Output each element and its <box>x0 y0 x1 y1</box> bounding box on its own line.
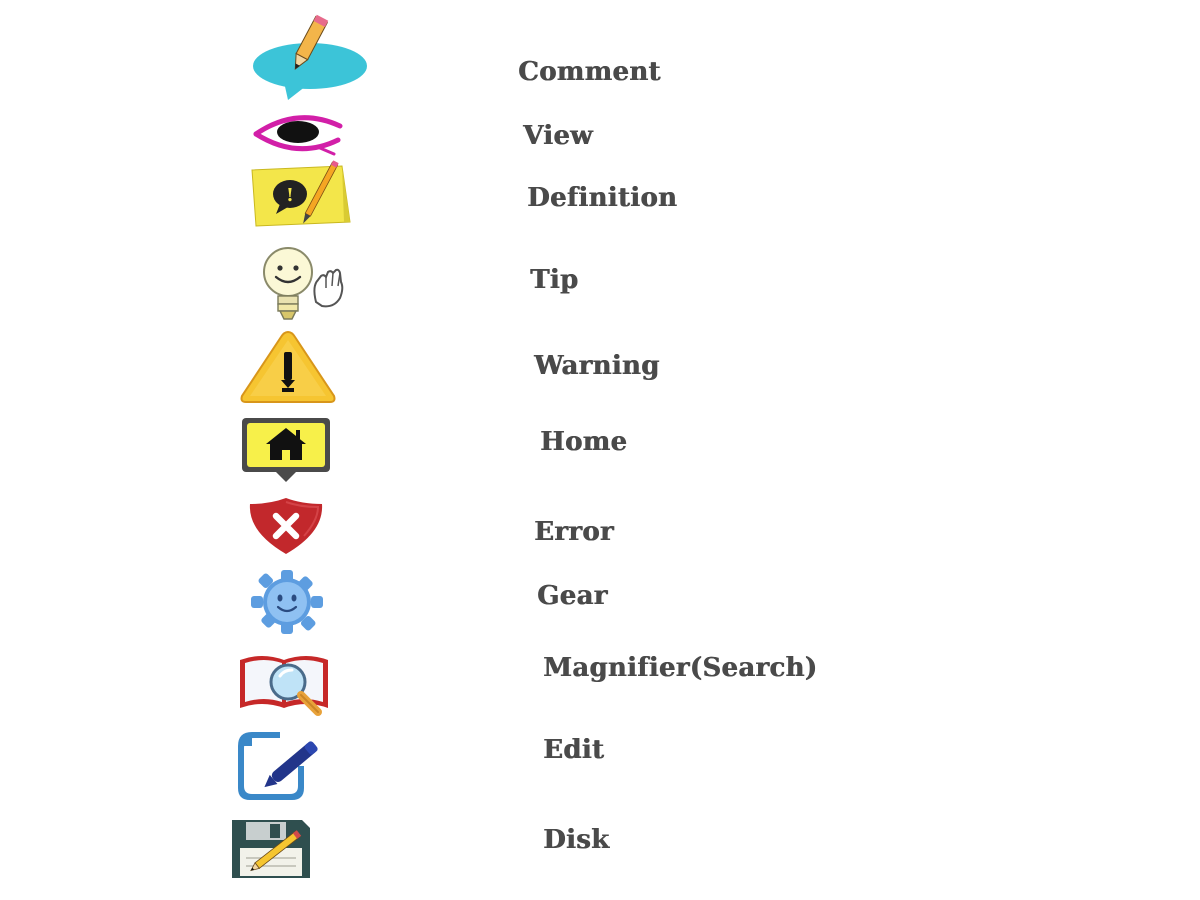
legend-label-warning: Warning <box>534 351 660 381</box>
eye-icon <box>253 115 343 156</box>
legend-label-disk: Disk <box>543 825 610 855</box>
legend-label-comment: Comment <box>518 57 661 87</box>
gear-smiley-icon <box>251 570 323 634</box>
legend-row-warning: Warning <box>0 0 1200 403</box>
comment-pencil-icon <box>253 14 367 100</box>
definition-note-icon: ! <box>251 160 351 227</box>
legend-row-comment: Comment <box>0 0 1200 100</box>
floppy-disk-icon <box>232 820 310 878</box>
legend-label-edit: Edit <box>543 735 605 765</box>
legend-row-gear: Gear <box>0 0 1200 634</box>
legend-label-definition: Definition <box>527 183 678 213</box>
legend-label-gear: Gear <box>537 581 608 611</box>
legend-row-error: Error <box>0 0 1200 554</box>
legend-label-home: Home <box>540 427 628 457</box>
legend-label-tip: Tip <box>530 265 579 295</box>
edit-document-icon <box>238 732 318 800</box>
legend-row-magnifier: Magnifier(Search) <box>0 0 1200 716</box>
legend-label-view: View <box>523 121 593 151</box>
legend-row-disk: Disk <box>0 0 1200 878</box>
legend-label-error: Error <box>534 517 614 547</box>
legend-row-view: View <box>0 0 1200 156</box>
legend-row-definition: ! Definition <box>0 0 1200 227</box>
home-icon <box>242 418 330 482</box>
legend-row-tip: Tip <box>0 0 1200 320</box>
legend-row-edit: Edit <box>0 0 1200 800</box>
warning-triangle-icon <box>240 330 336 403</box>
lightbulb-smiley-icon <box>263 247 344 320</box>
svg-text:!: ! <box>286 185 294 206</box>
legend-row-home: Home <box>0 0 1200 482</box>
magnifier-book-icon <box>240 656 328 716</box>
legend-label-magnifier: Magnifier(Search) <box>543 653 818 683</box>
error-shield-icon <box>249 498 323 554</box>
